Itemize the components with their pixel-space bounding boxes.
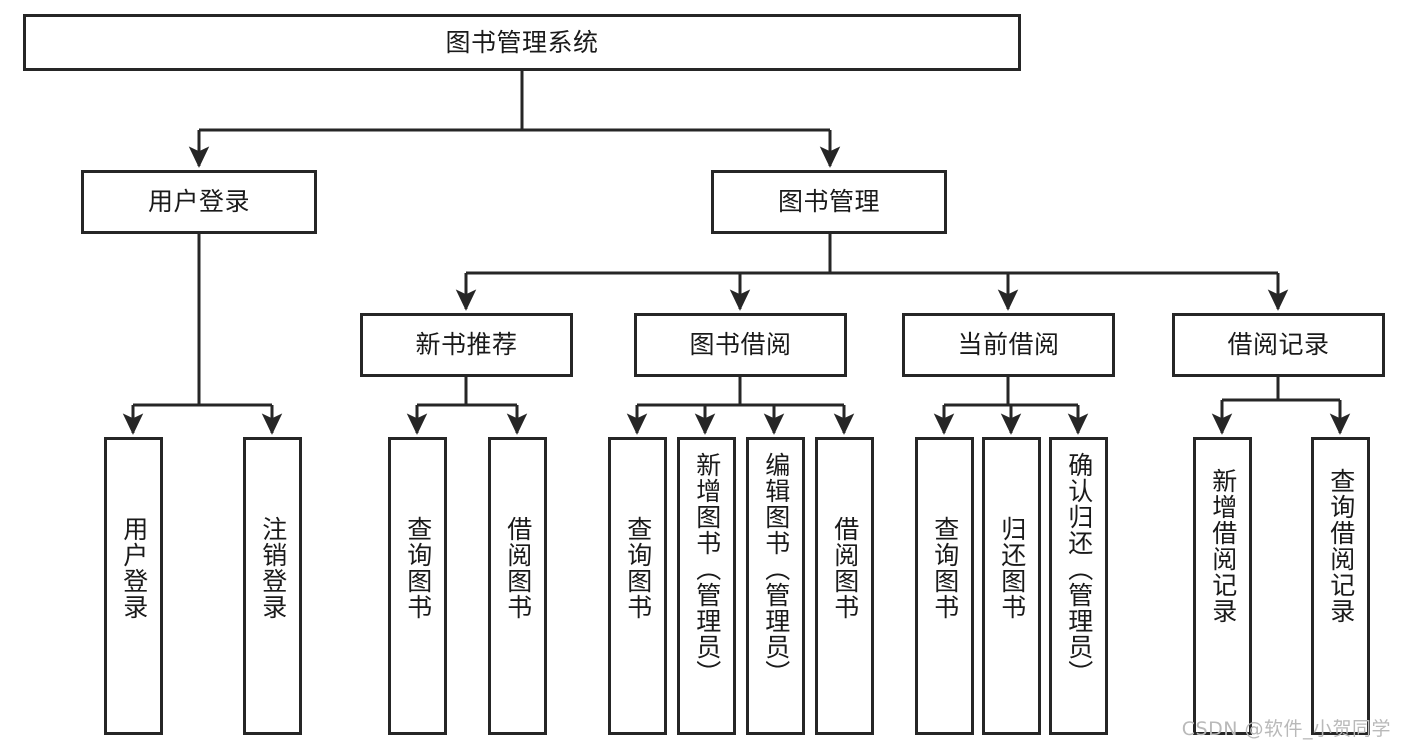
leaf-new-book-borrow[interactable]: 借阅图书 bbox=[488, 437, 547, 735]
leaf-user-login-logout[interactable]: 注销登录 bbox=[243, 437, 302, 735]
leaf-book-borrow-add[interactable]: 新增图书（管理员） bbox=[677, 437, 736, 735]
leaf-current-borrow-return[interactable]: 归还图书 bbox=[982, 437, 1041, 735]
node-current-borrow[interactable]: 当前借阅 bbox=[902, 313, 1115, 377]
leaf-current-borrow-confirm-return[interactable]: 确认归还（管理员） bbox=[1049, 437, 1108, 735]
node-label: 确认归还（管理员） bbox=[1064, 452, 1094, 686]
node-label: 查询借阅记录 bbox=[1326, 468, 1356, 624]
leaf-current-borrow-query[interactable]: 查询图书 bbox=[915, 437, 974, 735]
node-new-book-recommend[interactable]: 新书推荐 bbox=[360, 313, 573, 377]
node-label: 新增图书（管理员） bbox=[692, 452, 722, 686]
node-label: 查询图书 bbox=[403, 516, 433, 620]
node-label: 编辑图书（管理员） bbox=[761, 452, 791, 686]
leaf-book-borrow-borrow[interactable]: 借阅图书 bbox=[815, 437, 874, 735]
leaf-book-borrow-query[interactable]: 查询图书 bbox=[608, 437, 667, 735]
node-label: 归还图书 bbox=[997, 516, 1027, 620]
node-borrow-record[interactable]: 借阅记录 bbox=[1172, 313, 1385, 377]
node-label: 图书管理系统 bbox=[445, 27, 599, 57]
node-label: 图书借阅 bbox=[689, 330, 792, 360]
node-label: 借阅图书 bbox=[503, 516, 533, 620]
leaf-borrow-record-add[interactable]: 新增借阅记录 bbox=[1193, 437, 1252, 735]
leaf-new-book-query[interactable]: 查询图书 bbox=[388, 437, 447, 735]
node-book-management[interactable]: 图书管理 bbox=[711, 170, 947, 234]
node-root-system[interactable]: 图书管理系统 bbox=[23, 14, 1021, 71]
node-user-login[interactable]: 用户登录 bbox=[81, 170, 317, 234]
node-label: 图书管理 bbox=[777, 187, 880, 217]
node-book-borrow[interactable]: 图书借阅 bbox=[634, 313, 847, 377]
node-label: 借阅记录 bbox=[1227, 330, 1330, 360]
node-label: 查询图书 bbox=[623, 516, 653, 620]
node-label: 当前借阅 bbox=[957, 330, 1060, 360]
leaf-book-borrow-edit[interactable]: 编辑图书（管理员） bbox=[746, 437, 805, 735]
node-label: 注销登录 bbox=[258, 516, 288, 620]
node-label: 借阅图书 bbox=[830, 516, 860, 620]
node-label: 查询图书 bbox=[930, 516, 960, 620]
node-label: 新增借阅记录 bbox=[1208, 468, 1238, 624]
node-label: 用户登录 bbox=[119, 516, 149, 620]
leaf-borrow-record-query[interactable]: 查询借阅记录 bbox=[1311, 437, 1370, 735]
node-label: 用户登录 bbox=[147, 187, 250, 217]
leaf-user-login-login[interactable]: 用户登录 bbox=[104, 437, 163, 735]
node-label: 新书推荐 bbox=[415, 330, 518, 360]
watermark-text: CSDN @软件_小贺同学 bbox=[1181, 718, 1391, 740]
